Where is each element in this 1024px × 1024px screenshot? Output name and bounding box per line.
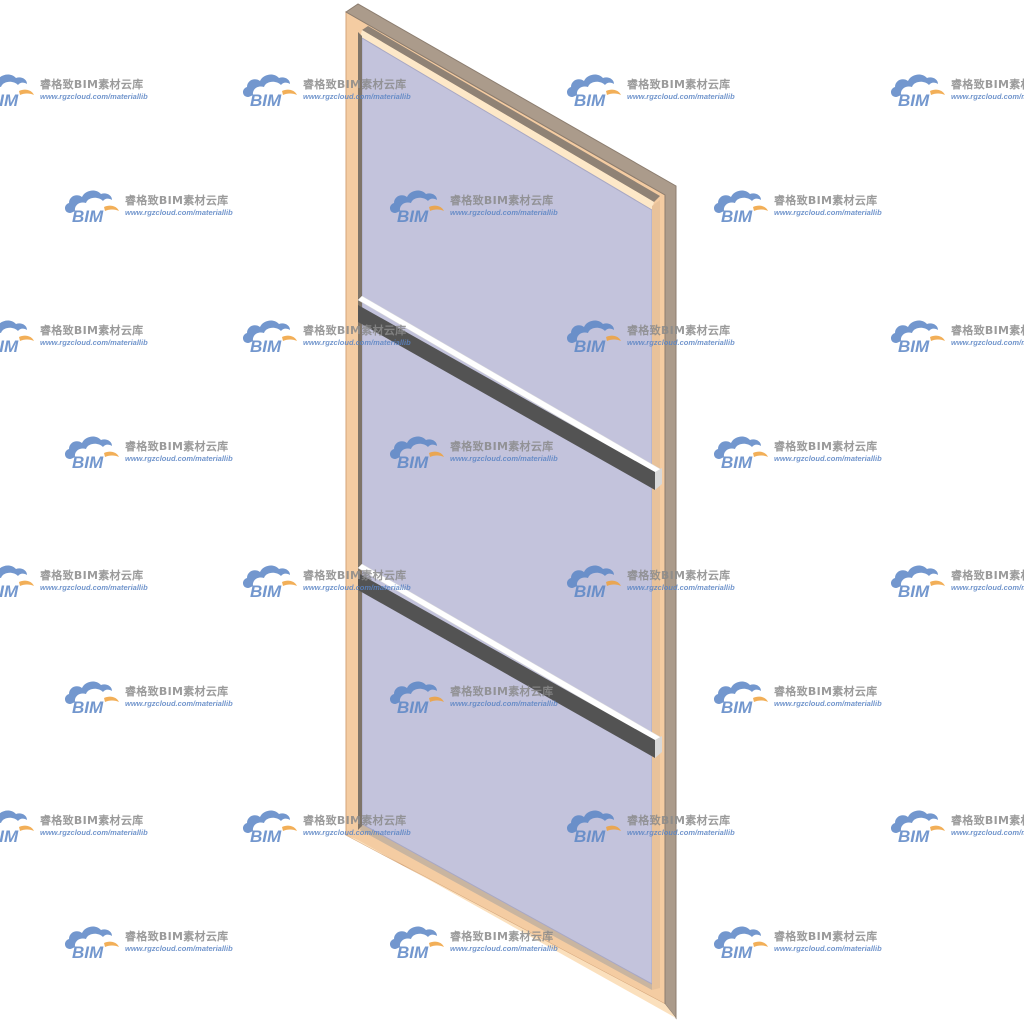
frame-right-jamb — [652, 200, 660, 990]
mullion-lower-end — [655, 736, 662, 758]
frame-top-rim — [360, 30, 654, 210]
frame-left-jamb-shadow — [358, 32, 362, 830]
mullion-upper-end — [655, 468, 662, 490]
mullion-lower — [358, 573, 655, 758]
frame-top-shadow — [362, 26, 660, 202]
mullion-upper — [358, 305, 655, 490]
